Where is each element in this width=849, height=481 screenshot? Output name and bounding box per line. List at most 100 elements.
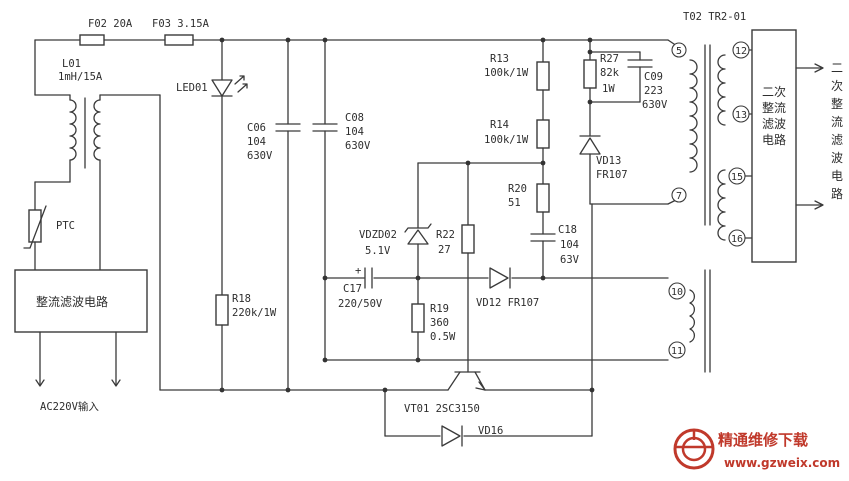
junction [219,37,225,43]
vd12-label: VD12 FR107 [476,297,539,309]
r22-value: 27 [438,244,451,256]
r27-value: 82k [600,67,620,79]
transformer-secondary [717,49,753,241]
output-arrows [795,63,824,210]
pin-5-label: 5 [676,46,682,57]
capacitor-c17 [364,267,373,289]
junction [540,160,546,166]
c06-label: C06 [247,122,266,134]
junction [322,357,328,363]
c17-value: 220/50V [338,298,383,310]
r19-label: R19 [430,303,449,315]
svg-text:次: 次 [831,79,843,93]
c08-value: 104 [345,126,364,138]
r19-value: 360 [430,317,449,329]
pin-11 [668,341,686,359]
junction [322,37,328,43]
transformer-label: T02 TR2-01 [683,11,746,23]
resistor-chain [530,39,556,279]
junction [587,37,593,43]
r27-label: R27 [600,53,619,65]
pin-7 [671,187,687,203]
fuse-f03-label: F03 3.15A [152,18,210,30]
fuse-f03 [164,34,194,46]
ptc-label: PTC [56,220,75,232]
vd16-label: VD16 [478,425,503,437]
c08-voltage: 630V [345,140,371,152]
r27-power: 1W [602,83,615,95]
secondary-box-label: 二次 整流 滤波 电路 [762,85,790,147]
watermark-logo [673,428,715,470]
junction [540,275,546,281]
pin-11-label: 11 [671,346,683,357]
r20-label: R20 [508,183,527,195]
bottom-rail-wires [159,94,593,437]
junction [589,387,595,393]
pin-13 [732,105,750,123]
svg-text:整: 整 [831,96,843,111]
resistor-r22 [461,162,475,373]
c09-voltage: 630V [642,99,668,111]
input-rectifier-box [14,269,148,333]
pin-5 [671,42,687,58]
pin-12-label: 12 [735,46,747,57]
secondary-output-label: 二 次 整 流 滤 波 电 路 [831,61,843,201]
pin-16-label: 16 [731,234,743,245]
choke-l01 [34,39,161,271]
vd13-part: FR107 [596,169,628,181]
c06-voltage: 630V [247,150,273,162]
c18-label: C18 [558,224,577,236]
c09-value: 223 [644,85,663,97]
input-rectifier-label: 整流滤波电路 [36,294,108,309]
junction [587,49,593,55]
secondary-rectifier-box [751,29,797,263]
c18-voltage: 63V [560,254,580,266]
fuse-f02-label: F02 20A [88,18,133,30]
r19-power: 0.5W [430,331,456,343]
junction [382,387,388,393]
r18-label: R18 [232,293,251,305]
snubber-network [579,39,669,205]
watermark-url: www.gzweix.com [724,456,840,470]
c17-plus: + [355,265,361,277]
capacitor-c08 [312,39,338,361]
c06-value: 104 [247,136,266,148]
c17-label: C17 [343,283,362,295]
junction [540,37,546,43]
r22-label: R22 [436,229,455,241]
junction [322,275,328,281]
r13-value: 100k/1W [484,67,529,79]
junction [285,37,291,43]
ptc-thermistor [23,181,47,271]
r14-label: R14 [490,119,509,131]
ac-input-label: AC220V输入 [40,400,99,413]
c08-label: C08 [345,112,364,124]
transistor-vt01 [447,371,486,391]
pin-15-label: 15 [731,172,743,183]
svg-text:二: 二 [831,61,843,75]
pin-10-label: 10 [671,287,683,298]
diode-vd16 [441,425,463,447]
svg-text:电: 电 [831,169,843,183]
c18-value: 104 [560,239,579,251]
r20-value: 51 [508,197,521,209]
pin-16 [728,229,746,247]
r14-value: 100k/1W [484,134,529,146]
led01 [211,39,248,296]
c09-label: C09 [644,71,663,83]
vt01-label: VT01 2SC3150 [404,403,480,415]
junction [465,160,471,166]
pin-12 [732,41,750,59]
diode-vd12 [489,267,511,289]
vdzd02-value: 5.1V [365,245,391,257]
fuse-f02 [79,34,105,46]
l01-value: 1mH/15A [58,71,103,83]
pin-15 [728,167,746,185]
zener-vdzd02 [404,162,544,279]
watermark-name: 精通维修下载 [718,431,808,449]
mid-bus-wires [324,277,669,361]
l01-label: L01 [62,58,81,70]
transformer-core [704,44,711,373]
svg-text:流: 流 [831,115,843,129]
